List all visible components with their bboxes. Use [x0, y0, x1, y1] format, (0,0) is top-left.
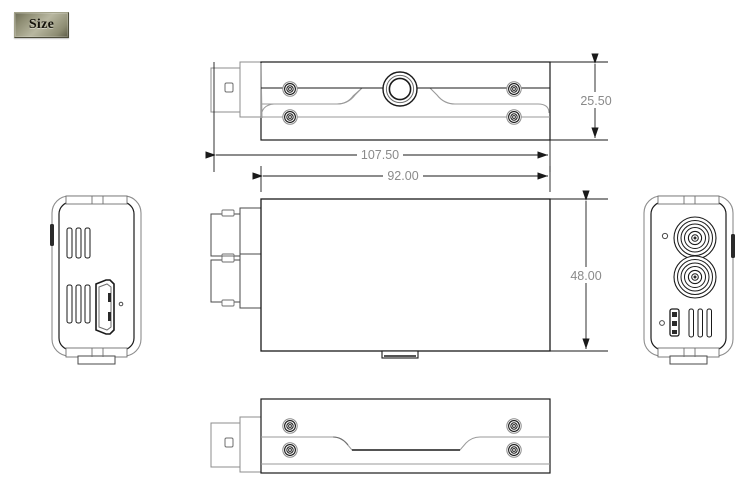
bnc-connector-end	[210, 61, 263, 118]
screw-hole	[282, 418, 298, 434]
recess-channel-left-edge	[332, 436, 349, 446]
foot-tab	[77, 355, 116, 365]
body-rectangle-front	[260, 198, 551, 352]
right-side-view	[643, 195, 735, 365]
screw-hole	[282, 81, 298, 97]
bnc-connector-end	[210, 416, 263, 473]
screw-hole	[506, 442, 522, 458]
screw-hole	[506, 418, 522, 434]
bnc-connector-upper	[673, 216, 717, 260]
top-cap-strip	[65, 195, 128, 205]
hdmi-port	[95, 279, 115, 335]
side-button	[731, 234, 735, 258]
vent-slot-group	[688, 308, 712, 338]
bnc-connector-lower	[210, 253, 263, 309]
dimension-label-48-00: 48.00	[570, 269, 601, 283]
side-button	[50, 224, 54, 246]
dimension-label-92-00: 92.00	[387, 169, 418, 183]
dimension-body-length: 92.00	[252, 166, 551, 192]
vent-slot-group-upper	[66, 227, 91, 259]
indicator-dot	[661, 232, 669, 240]
size-badge: Size	[14, 12, 69, 38]
size-badge-label: Size	[28, 17, 55, 32]
bnc-connector-lower	[673, 255, 717, 299]
front-view	[210, 198, 551, 359]
indicator-dot	[659, 320, 665, 326]
dimension-height-top-bracket: 25.50	[550, 53, 614, 141]
indicator-dot	[118, 301, 124, 307]
bottom-tab	[381, 350, 419, 359]
top-view	[210, 61, 551, 141]
screw-hole	[282, 109, 298, 125]
dimension-overall-length: 107.50	[205, 62, 551, 172]
dimension-body-height: 48.00	[550, 190, 608, 352]
bracket-profile-top	[261, 87, 550, 114]
dimension-label-25-50: 25.50	[580, 94, 611, 108]
screw-hole	[506, 109, 522, 125]
screw-hole	[506, 81, 522, 97]
body-outline-bottom	[260, 398, 551, 474]
vent-slot-group-lower	[66, 284, 91, 324]
dimension-label-107-50: 107.50	[361, 148, 399, 162]
bottom-view	[210, 398, 551, 474]
lens-mount-circle	[382, 71, 418, 107]
micro-connector	[669, 308, 680, 337]
foot-tab	[669, 355, 708, 365]
left-side-view	[50, 195, 142, 365]
top-cap-strip	[657, 195, 720, 205]
screw-hole	[282, 442, 298, 458]
